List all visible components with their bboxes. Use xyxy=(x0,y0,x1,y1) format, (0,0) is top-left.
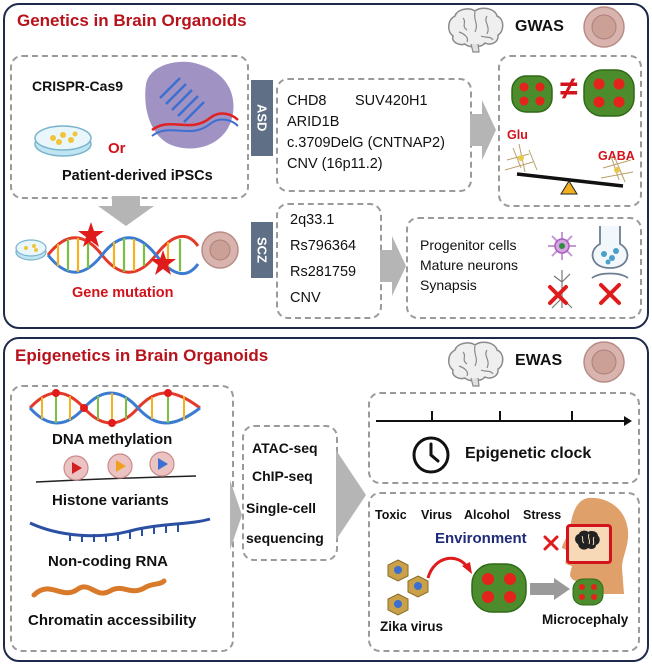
scz-gene: 2q33.1 xyxy=(290,212,335,228)
cell-icon xyxy=(201,231,239,269)
organoid-small-icon xyxy=(572,578,604,606)
environment-label: Environment xyxy=(435,530,527,547)
cell-icon xyxy=(583,6,625,48)
brain-small-icon xyxy=(575,530,600,550)
scz-tag: SCZ xyxy=(251,222,273,278)
neuron-balance-icon xyxy=(504,143,634,195)
zika-label: Zika virus xyxy=(380,619,444,634)
mechanisms-box xyxy=(10,385,234,652)
factor-label: Virus xyxy=(421,508,453,522)
zika-virus-icon xyxy=(387,559,429,616)
right-arrow-icon xyxy=(380,236,406,296)
petri-dish-icon xyxy=(34,125,92,157)
right-arrow-icon xyxy=(336,450,366,540)
nucleosome-icon xyxy=(35,451,197,483)
gene-mutation-label: Gene mutation xyxy=(72,285,174,301)
organoid-large-icon xyxy=(471,563,527,613)
mutation-star-icon xyxy=(150,250,176,275)
cross-mark-icon xyxy=(548,285,568,305)
mutation-star-icon xyxy=(78,222,104,247)
brain-icon xyxy=(448,341,504,387)
scz-effect: Mature neurons xyxy=(420,257,519,273)
petri-dish-small-icon xyxy=(15,239,47,261)
methylated-dna-icon xyxy=(28,389,201,427)
method-label: ATAC-seq xyxy=(252,440,318,456)
glu-label: Glu xyxy=(507,128,528,142)
mechanism-label: DNA methylation xyxy=(52,431,173,448)
right-arrow-icon xyxy=(230,480,242,550)
scz-gene: CNV xyxy=(290,290,321,306)
scz-effect: Synapsis xyxy=(420,277,477,293)
brain-icon xyxy=(448,7,504,53)
progenitor-cell-icon xyxy=(548,232,576,260)
asd-gene: CHD8 xyxy=(287,93,327,109)
mechanism-label: Chromatin accessibility xyxy=(28,612,197,629)
clock-box xyxy=(368,392,640,484)
right-arrow-icon xyxy=(470,100,496,160)
chromatin-icon xyxy=(31,578,167,598)
asd-gene: ARID1B xyxy=(287,114,340,130)
infection-arrow-icon xyxy=(426,556,472,579)
cell-icon xyxy=(583,341,625,383)
mechanism-label: Histone variants xyxy=(52,492,169,509)
synapse-icon xyxy=(591,226,629,279)
method-label: Single-cell xyxy=(246,500,317,516)
or-label: Or xyxy=(108,140,126,157)
genetics-title: Genetics in Brain Organoids xyxy=(17,11,247,30)
factor-label: Alcohol xyxy=(464,508,510,522)
noncoding-rna-icon xyxy=(29,517,211,542)
microcephaly-label: Microcephaly xyxy=(542,612,629,627)
method-label: ChIP-seq xyxy=(252,468,313,484)
ipsc-label: Patient-derived iPSCs xyxy=(62,168,213,184)
cross-mark-icon xyxy=(599,283,621,305)
method-label: sequencing xyxy=(246,530,324,546)
gwas-badge: GWAS xyxy=(515,18,564,35)
timeline-arrow-icon xyxy=(376,411,632,426)
scz-gene: Rs796364 xyxy=(290,238,357,254)
scz-gene: Rs281759 xyxy=(290,264,357,280)
asd-genes-box xyxy=(276,78,472,192)
asd-gene: SUV420H1 xyxy=(355,93,428,109)
dna-helix-icon xyxy=(46,235,200,275)
cross-mark-icon xyxy=(543,535,559,551)
clock-label: Epigenetic clock xyxy=(465,445,592,462)
asd-gene: CNV (16p11.2) xyxy=(287,156,383,172)
epigenetics-title: Epigenetics in Brain Organoids xyxy=(15,346,269,365)
right-arrow-icon xyxy=(530,578,570,600)
scz-effect: Progenitor cells xyxy=(420,237,517,253)
organoid-large-icon xyxy=(583,69,635,117)
clock-icon xyxy=(412,436,450,474)
organoid-icon xyxy=(511,75,553,113)
asd-gene: c.3709DelG (CNTNAP2) xyxy=(287,135,445,151)
cas9-protein-icon xyxy=(145,61,239,149)
factor-label: Stress xyxy=(523,508,562,522)
crispr-label: CRISPR-Cas9 xyxy=(32,78,124,94)
not-equal-sign: ≠ xyxy=(560,70,578,106)
down-arrow-icon xyxy=(98,196,154,226)
mechanism-label: Non-coding RNA xyxy=(48,553,168,570)
ewas-badge: EWAS xyxy=(515,352,563,369)
factor-label: Toxic xyxy=(375,508,407,522)
asd-tag: ASD xyxy=(251,80,273,156)
gaba-label: GABA xyxy=(598,149,635,163)
brain-frame xyxy=(566,524,612,564)
